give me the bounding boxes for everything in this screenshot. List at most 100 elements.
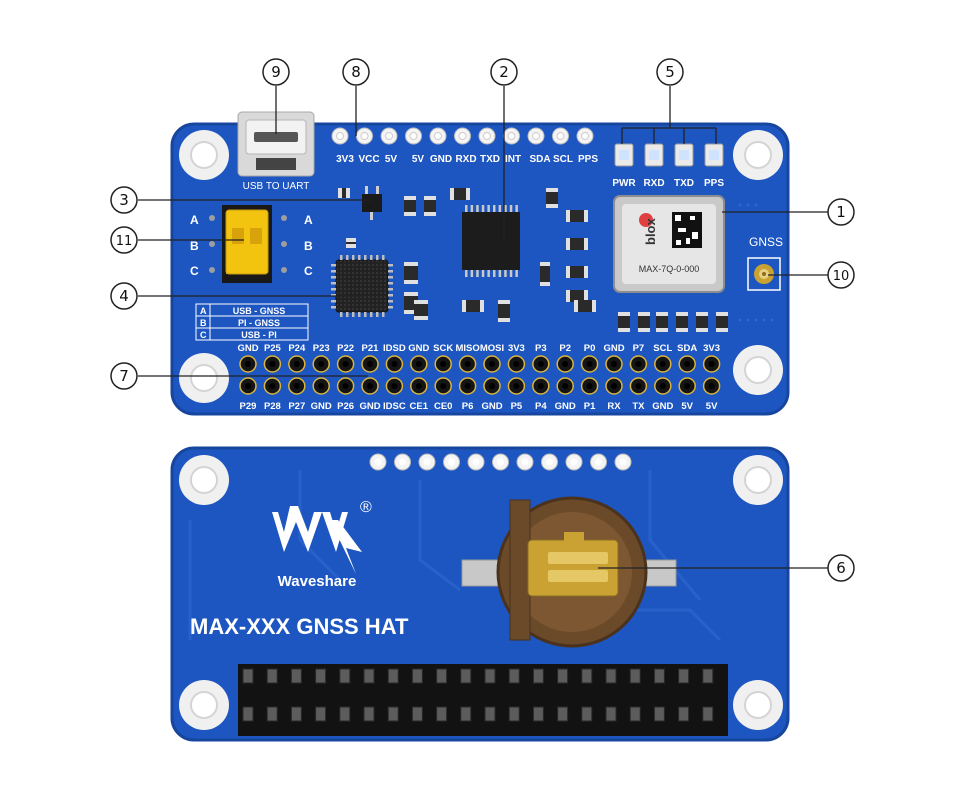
callout-number: 11 [116,234,133,249]
mode-value-c: USB - PI [241,330,277,340]
jumper-label-right-b: B [304,239,313,253]
callout-number: 3 [119,191,129,209]
bottom-board: ® Waveshare MAX-XXX GNSS HAT [170,446,790,742]
callout-number: 5 [665,63,675,81]
gpio-top-label: SCL [653,343,672,354]
top-pin-label: GND [430,154,452,165]
callout-number: 1 [836,203,846,221]
waveshare-logo-icon [272,506,362,574]
bottom-gpio-header [238,664,728,736]
gpio-bottom-label: P27 [288,401,305,412]
module-model: MAX-7Q-0-000 [639,264,700,274]
smd-component [346,238,356,248]
gpio-bottom-label: RX [607,401,621,412]
smd-component [338,188,350,198]
gpio-top-label: MOSI [480,343,504,354]
smd-component [574,300,596,312]
smd-component [656,312,668,332]
smd-component [546,188,558,208]
smd-component [566,266,588,278]
gpio-bottom-label: GND [311,401,332,412]
gpio-top-label: GND [603,343,624,354]
gpio-bottom-label: 5V [706,401,718,412]
led-label-pwr: PWR [612,178,636,189]
gpio-top-label: P24 [288,343,306,354]
gpio-bottom-label: 5V [681,401,693,412]
jumper-cap [225,209,269,275]
led-label-rxd: RXD [643,178,664,189]
usb-uart-chip [462,205,520,277]
registered-mark: ® [360,499,372,516]
battery-holder [461,496,677,648]
level-shifter-chip [362,186,382,220]
gpio-top-label: GND [237,343,258,354]
top-pin-label: 5V [412,154,425,165]
gpio-top-label: 3V3 [508,343,525,354]
top-pin-label: SDA [529,154,550,165]
gpio-bottom-label: P6 [462,401,474,412]
module-brand: blox [643,218,658,245]
callout-10: 10 [827,261,855,289]
led-label-pps: PPS [704,178,724,189]
gpio-top-label: P21 [362,343,380,354]
gpio-bottom-label: GND [481,401,502,412]
product-name: MAX-XXX GNSS HAT [190,614,409,639]
smd-component [676,312,688,332]
smd-component [638,312,650,332]
gpio-top-label: P22 [337,343,354,354]
gpio-bottom-label: CE0 [434,401,452,412]
gpio-bottom-label: GND [652,401,673,412]
gpio-top-label: GND [408,343,429,354]
gpio-top-label: IDSD [383,343,406,354]
top-pin-label: VCC [358,154,379,165]
mounting-holes-bottom [179,455,783,730]
smd-component [498,300,510,322]
callout-4: 4 [110,282,138,310]
callout-number: 4 [119,287,129,305]
micro-usb-connector [237,111,315,177]
gpio-top-label: P3 [535,343,547,354]
callout-5: 5 [656,58,684,86]
smd-component [404,196,416,216]
jumper-label-right-a: A [304,213,313,227]
gnss-module: blox MAX-7Q-0-000 [613,195,725,293]
callout-2: 2 [490,58,518,86]
passive-components [338,188,728,332]
waveshare-brand: Waveshare [278,573,357,590]
gpio-top-label: SDA [677,343,697,354]
top-pin-label: 3V3 [336,154,354,165]
callout-3: 3 [110,186,138,214]
mode-table: A USB - GNSS B PI - GNSS C USB - PI [195,303,309,341]
gpio-top-label: P25 [264,343,282,354]
smd-component [462,300,484,312]
gpio-bottom-label: P26 [337,401,354,412]
mcu-chip [331,255,393,317]
top-pin-label: TXD [480,154,500,165]
mounting-holes-top [179,130,783,403]
gpio-bottom-label: CE1 [410,401,429,412]
gpio-bottom-label: IDSC [383,401,406,412]
gpio-top-label: MISO [455,343,479,354]
top-pin-label: PPS [578,154,598,165]
top-pin-label: RXD [455,154,476,165]
mode-key-c: C [200,330,207,340]
smd-component [716,312,728,332]
gpio-bottom-label: P5 [511,401,523,412]
smd-component [424,196,436,216]
antenna-connector [747,257,781,291]
gpio-top-label: P2 [559,343,571,354]
gpio-top-label: 3V3 [703,343,720,354]
callout-7: 7 [110,362,138,390]
gpio-bottom-label: P1 [584,401,596,412]
callout-number: 9 [271,63,281,81]
jumper-label-right-c: C [304,264,313,278]
mode-key-b: B [200,318,207,328]
top-pin-label: INT [505,154,521,165]
mode-value-a: USB - GNSS [233,306,286,316]
gpio-top-label: SCK [433,343,453,354]
back-solder-pads [369,453,632,471]
